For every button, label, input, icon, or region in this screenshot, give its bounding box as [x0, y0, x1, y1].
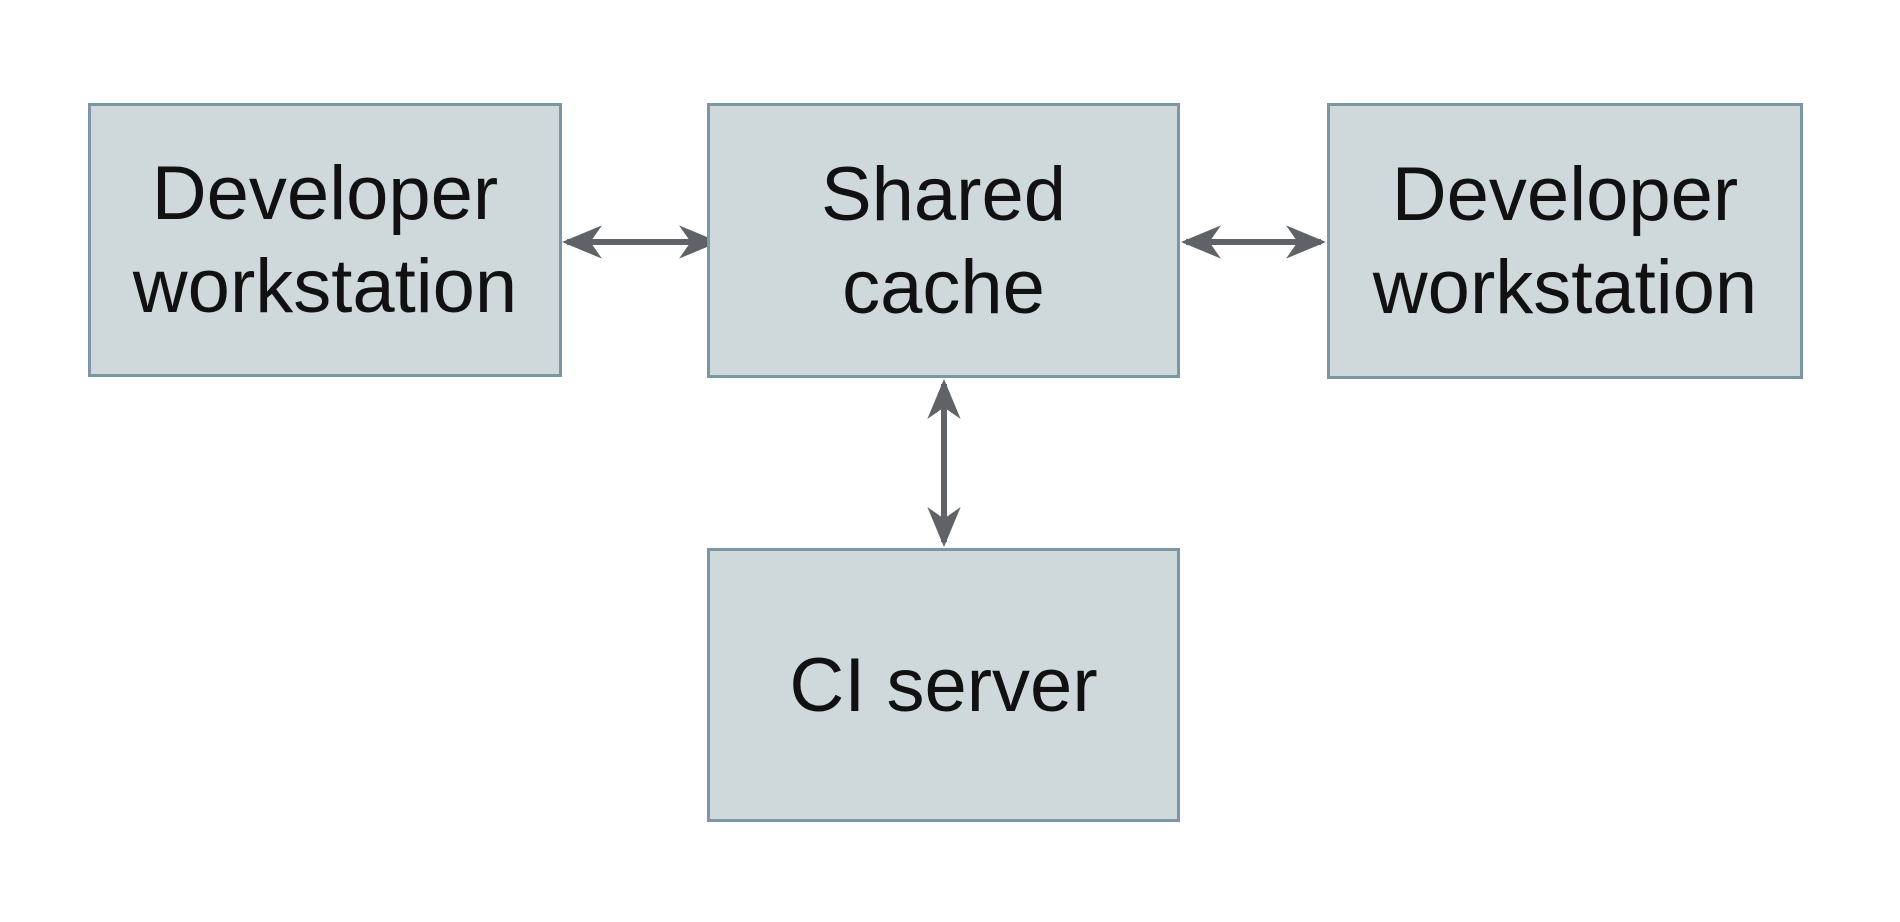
node-shared-cache: Shared cache [707, 103, 1180, 378]
node-label-line: Developer [1391, 152, 1739, 237]
node-developer-workstation-left: Developer workstation [88, 103, 562, 377]
node-label-line: workstation [132, 244, 518, 329]
node-label-line: Developer [151, 151, 499, 236]
node-label-line: CI server [789, 642, 1098, 728]
node-label-line: cache [842, 244, 1045, 330]
node-label-line: workstation [1372, 245, 1758, 330]
node-developer-workstation-right: Developer workstation [1327, 103, 1803, 379]
node-label-line: Shared [820, 151, 1067, 237]
node-ci-server: CI server [707, 548, 1180, 822]
